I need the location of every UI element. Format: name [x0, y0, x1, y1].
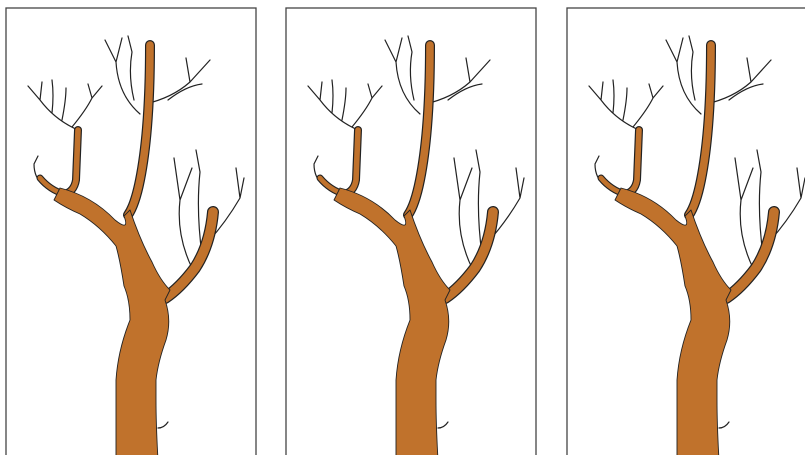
tree-panel [6, 8, 256, 455]
tree-panel [567, 8, 805, 455]
tree-drawing [6, 8, 256, 455]
tree-panel [286, 8, 536, 455]
tree-drawing [567, 8, 805, 455]
tree-drawing [286, 8, 536, 455]
